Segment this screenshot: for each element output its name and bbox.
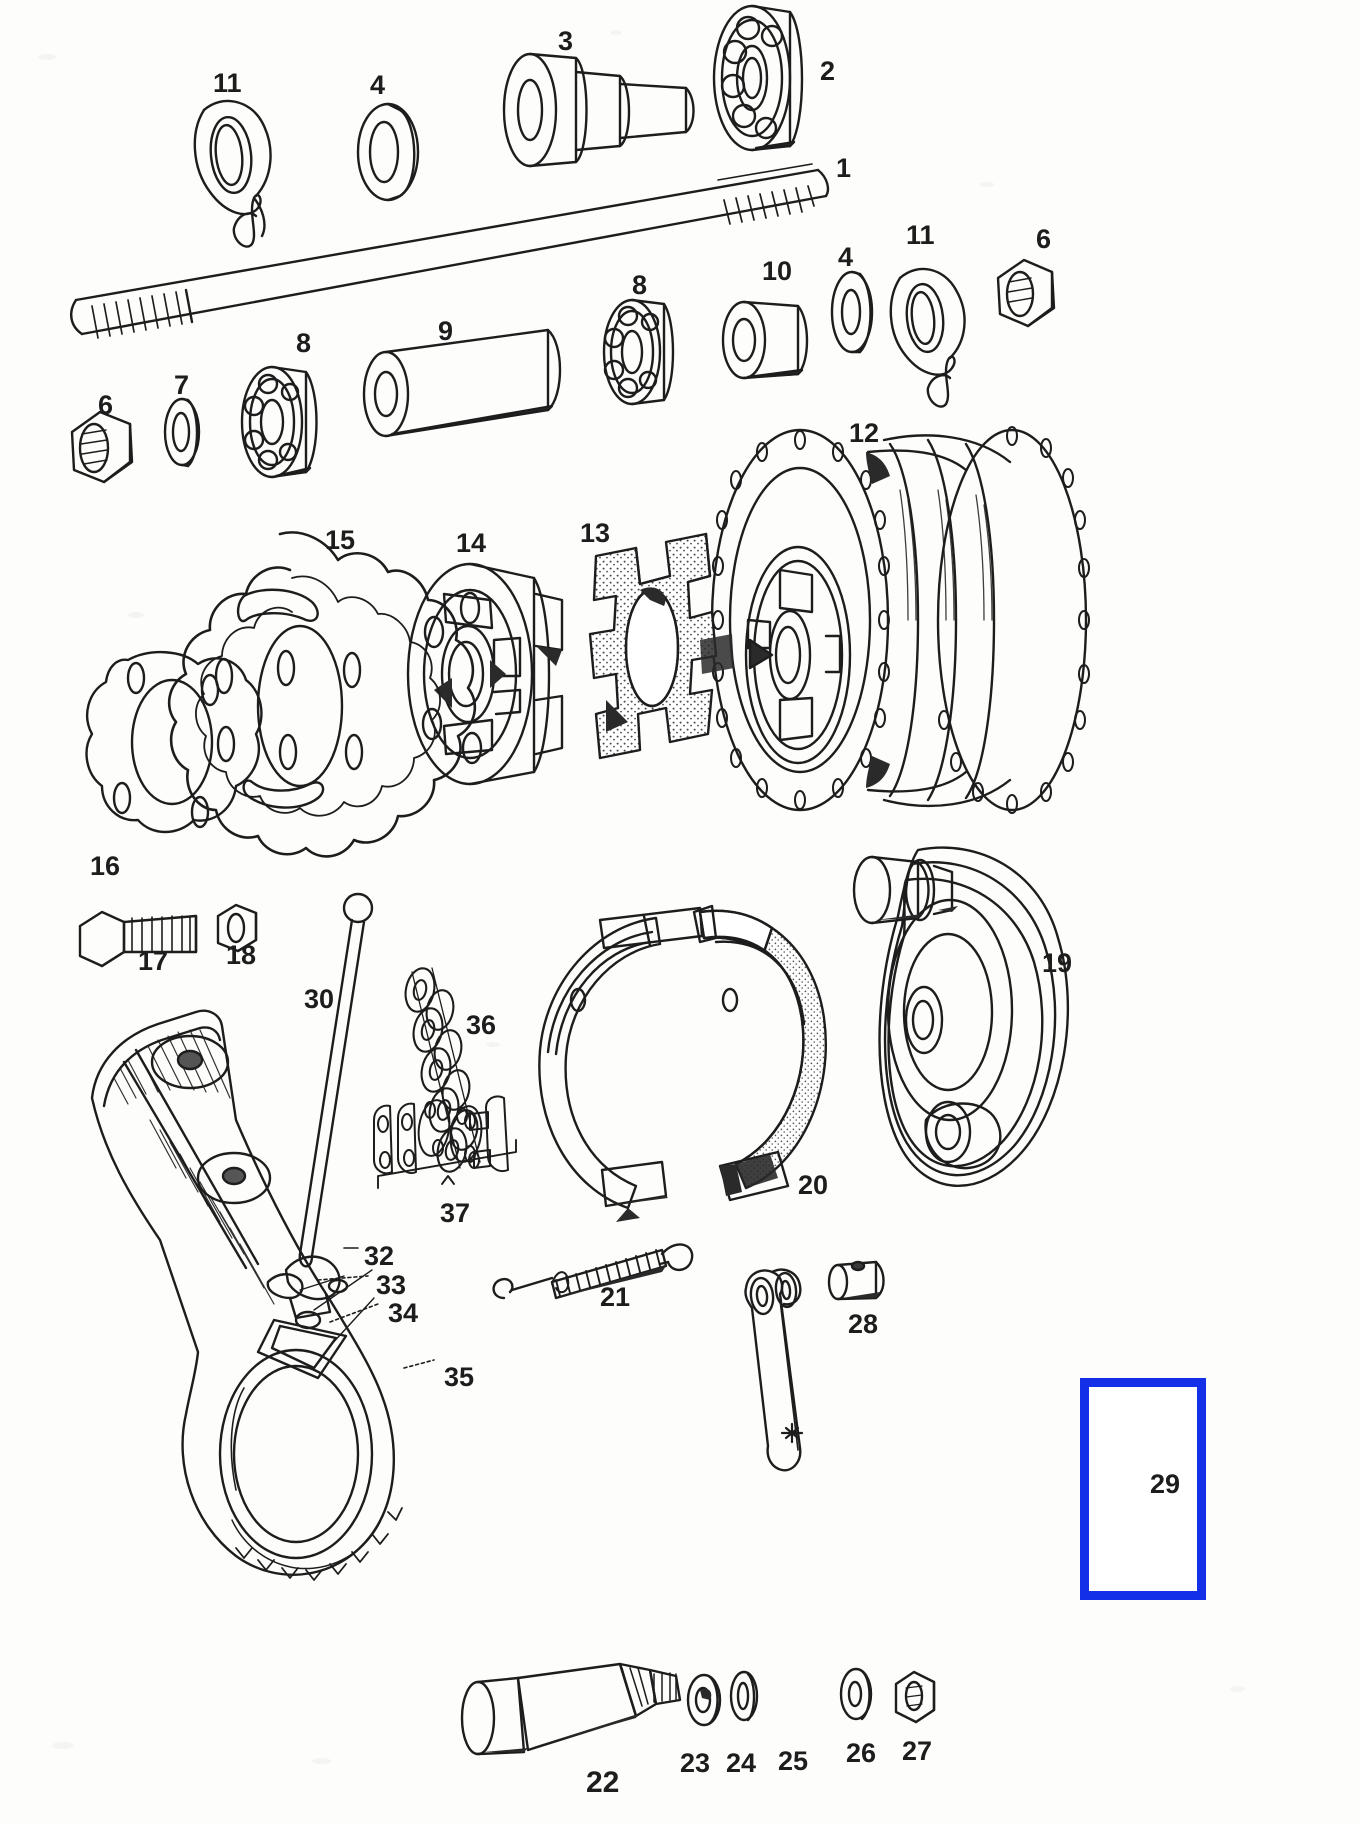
part-12-wheel-hub-drum (710, 426, 1090, 814)
part-2-ball-bearing-large (712, 4, 804, 152)
part-14-sprocket-carrier-hub (406, 562, 564, 786)
part-label-8a: 8 (296, 328, 312, 358)
part-9-axle-sleeve-tube (362, 328, 562, 438)
part-label-7: 7 (174, 370, 190, 400)
part-8-ball-bearing-left (240, 365, 318, 479)
part-label-33: 33 (376, 1270, 407, 1300)
part-label-4b: 4 (838, 242, 854, 272)
part-label-11a: 11 (213, 68, 242, 98)
part-22-brake-cam-pivot-bolt (460, 1662, 682, 1756)
part-label-29: 29 (1150, 1469, 1181, 1499)
part-35-chain-guard-case (90, 1009, 403, 1581)
part-label-20: 20 (798, 1170, 829, 1200)
part-label-24: 24 (726, 1748, 757, 1778)
part-label-8b: 8 (632, 270, 648, 300)
part-label-2: 2 (820, 56, 836, 86)
part-1-axle-shaft (70, 163, 830, 339)
part-label-15: 15 (325, 525, 356, 555)
part-11-hooked-axle-plate-left (193, 99, 272, 248)
part-21-brake-return-spring (492, 1243, 694, 1300)
part-20-brake-shoe-set (538, 904, 828, 1222)
part-label-21: 21 (600, 1282, 631, 1312)
part-label-10: 10 (762, 256, 793, 286)
part-27-hex-nut-bottom (894, 1670, 936, 1724)
part-19-brake-backing-plate (852, 846, 1070, 1187)
part-label-34: 34 (388, 1298, 419, 1328)
part-label-4a: 4 (370, 70, 386, 100)
part-7-thin-washer (163, 397, 201, 468)
part-23-washer (686, 1673, 722, 1727)
part-37-chain-master-link-set (373, 1095, 517, 1189)
part-label-9: 9 (438, 316, 454, 346)
part-label-35: 35 (444, 1362, 475, 1392)
part-6-hex-nut-right (996, 258, 1056, 328)
part-label-32: 32 (364, 1241, 395, 1271)
part-15-drive-sprocket (167, 531, 477, 858)
part-label-6a: 6 (98, 390, 114, 420)
part-label-37: 37 (440, 1198, 471, 1228)
part-label-17: 17 (138, 946, 169, 976)
part-label-30: 30 (304, 984, 335, 1014)
part-label-3: 3 (558, 26, 574, 56)
part-4-washer-right (830, 270, 874, 354)
part-label-28: 28 (848, 1309, 879, 1339)
part-label-19: 19 (1042, 948, 1073, 978)
part-6-hex-nut-left (70, 410, 134, 484)
part-26-lock-washer (839, 1667, 873, 1721)
part-label-26: 26 (846, 1738, 877, 1768)
part-4-washer-left (356, 102, 420, 202)
part-label-1: 1 (836, 153, 852, 183)
part-label-6b: 6 (1036, 224, 1052, 254)
part-11-hooked-axle-plate-right (889, 267, 966, 408)
part-10-spacer-collar (721, 300, 809, 380)
part-label-16: 16 (90, 851, 121, 881)
part-label-12: 12 (849, 418, 880, 448)
part-label-25: 25 (778, 1746, 809, 1776)
part-30-brake-rod (298, 892, 374, 1268)
part-24-thin-washer (729, 1670, 759, 1722)
part-13-rubber-cush-damper (588, 532, 734, 760)
part-3-stepped-spacer-bolt (502, 52, 695, 168)
part-25-brake-actuating-arm (744, 1268, 804, 1472)
part-16-sprocket-retainer-plate (85, 650, 263, 834)
part-label-11b: 11 (906, 220, 935, 250)
highlight-box-part-29 (1080, 1378, 1206, 1600)
part-label-22: 22 (586, 1766, 620, 1799)
part-18-hex-nut-small (216, 903, 258, 953)
part-28-brake-cam-pin (827, 1260, 885, 1301)
part-label-36: 36 (466, 1010, 497, 1040)
part-label-23: 23 (680, 1748, 711, 1778)
part-label-13: 13 (580, 518, 611, 548)
part-label-27: 27 (902, 1736, 933, 1766)
part-label-14: 14 (456, 528, 487, 558)
part-8-ball-bearing-right (602, 298, 675, 406)
part-label-18: 18 (226, 940, 257, 970)
parts-32-33-34-adjuster-cluster (256, 1247, 435, 1380)
part-17-hex-bolt (78, 910, 198, 968)
